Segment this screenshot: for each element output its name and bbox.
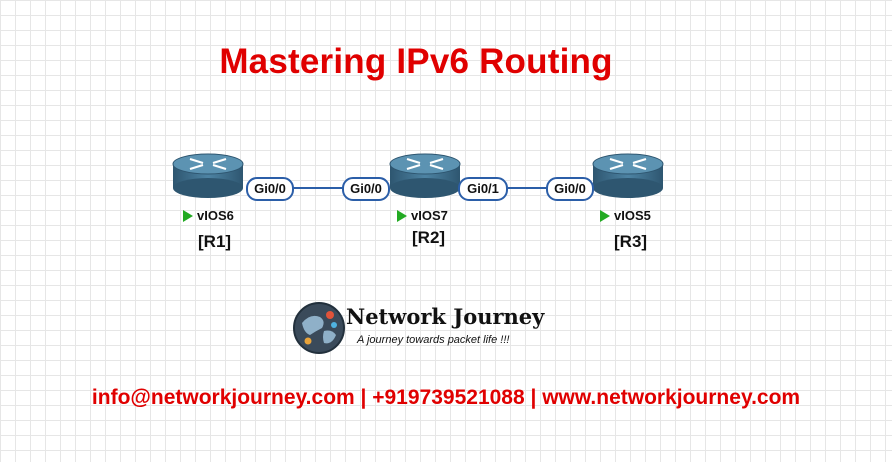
r3-interface-label: Gi0/0 <box>546 177 594 201</box>
router-icon-r2[interactable] <box>389 153 461 198</box>
r2-interface-label-gi00: Gi0/0 <box>342 177 390 201</box>
r1-hostname: vIOS6 <box>183 208 234 223</box>
r2-label: [R2] <box>412 228 446 247</box>
topology-svg <box>172 153 664 198</box>
router-icon-r1[interactable] <box>172 153 244 198</box>
contact-line: info@networkjourney.com | +919739521088 … <box>91 386 801 409</box>
play-icon <box>183 209 193 222</box>
page-title: Mastering IPv6 Routing <box>219 42 613 81</box>
network-topology: Gi0/0 Gi0/0 Gi0/1 Gi0/0 vIOS6 vIOS7 vIOS… <box>172 153 664 251</box>
r2-hostname-text: vIOS7 <box>411 208 448 223</box>
r3-hostname: vIOS5 <box>600 208 651 223</box>
r2-hostname: vIOS7 <box>397 208 448 223</box>
play-icon <box>600 209 610 222</box>
brand-name: Network Journey <box>346 304 545 329</box>
r3-label: [R3] <box>614 232 648 251</box>
router-icon-r3[interactable] <box>592 153 664 198</box>
r1-label: [R1] <box>198 232 232 251</box>
globe-logo-icon <box>293 302 345 354</box>
r2-interface-label-gi01: Gi0/1 <box>458 177 508 201</box>
r3-hostname-text: vIOS5 <box>614 208 651 223</box>
brand-tagline: A journey towards packet life !!! <box>357 334 510 346</box>
r1-interface-label: Gi0/0 <box>246 177 294 201</box>
play-icon <box>397 209 407 222</box>
r1-hostname-text: vIOS6 <box>197 208 234 223</box>
